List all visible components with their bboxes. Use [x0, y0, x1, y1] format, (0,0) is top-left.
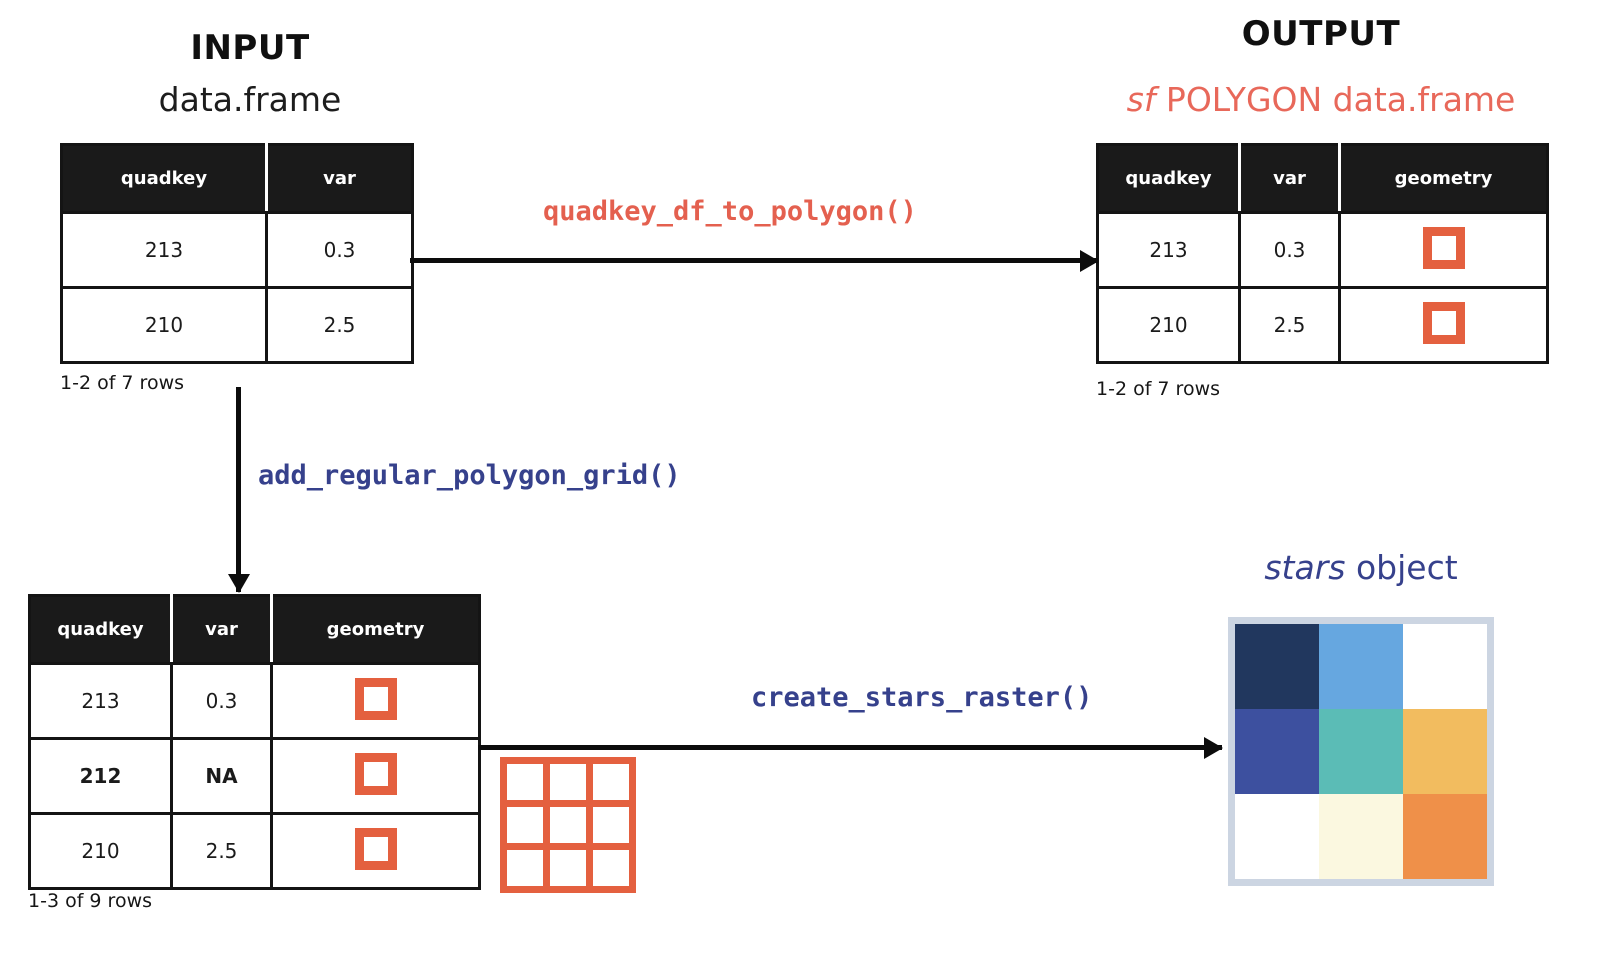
input-col-quadkey: quadkey [61, 144, 268, 214]
stars-title-italic: stars [1264, 548, 1346, 587]
output-subtitle-rest: POLYGON data.frame [1155, 80, 1516, 119]
stars-raster-grid [1235, 624, 1487, 879]
raster-cell-r0c0 [1235, 624, 1319, 709]
polygon-square-icon [1422, 226, 1465, 269]
output-subtitle: sf POLYGON data.frame [1096, 80, 1546, 119]
cell-var: 0.3 [1239, 212, 1341, 289]
cell-var: 2.5 [266, 287, 413, 363]
grid-cell [593, 764, 629, 800]
cell-geometry [271, 663, 480, 740]
grid-cell [593, 850, 629, 886]
cell-var: 2.5 [1239, 287, 1341, 363]
raster-cell-r0c1 [1319, 624, 1403, 709]
cell-var: 2.5 [171, 813, 273, 889]
output-table-wrapper: quadkey var geometry 213 0.3 210 2.5 [1096, 143, 1549, 364]
output-table-caption: 1-2 of 7 rows [1096, 378, 1221, 400]
grid-cell [507, 850, 543, 886]
quadkey-df-to-polygon-label: quadkey_df_to_polygon() [543, 196, 917, 227]
regular-polygon-grid-icon [500, 757, 636, 893]
table-row: 212 NA [29, 738, 480, 815]
cell-var: 0.3 [171, 663, 273, 740]
add-regular-polygon-grid-label: add_regular_polygon_grid() [258, 460, 681, 491]
table-row: 213 0.3 [1097, 212, 1548, 289]
output-subtitle-italic: sf [1126, 80, 1156, 119]
output-title: OUTPUT [1241, 14, 1401, 54]
grid-cell [507, 764, 543, 800]
grid-col-quadkey: quadkey [29, 595, 173, 665]
raster-cell-r0c2 [1403, 624, 1487, 709]
cell-geometry [1339, 287, 1548, 363]
grid-col-geometry: geometry [271, 595, 480, 665]
grid-cell [593, 807, 629, 843]
cell-geometry [271, 738, 480, 815]
grid-table-wrapper: quadkey var geometry 213 0.3 212 NA [28, 594, 481, 890]
grid-table-caption: 1-3 of 9 rows [28, 890, 153, 912]
cell-quadkey: 213 [61, 212, 268, 289]
cell-quadkey: 213 [29, 663, 173, 740]
input-table-caption: 1-2 of 7 rows [60, 372, 185, 394]
cell-quadkey: 210 [61, 287, 268, 363]
raster-cell-r1c1 [1319, 709, 1403, 794]
raster-cell-r1c0 [1235, 709, 1319, 794]
grid-cell [550, 764, 586, 800]
cell-var: NA [171, 738, 273, 815]
cell-quadkey: 210 [1097, 287, 1241, 363]
polygon-square-icon [354, 827, 397, 870]
stars-object-title: stars object [1128, 548, 1594, 587]
output-table: quadkey var geometry 213 0.3 210 2.5 [1096, 143, 1549, 364]
stars-raster [1228, 617, 1494, 886]
input-table-header-row: quadkey var [61, 144, 413, 214]
cell-quadkey: 212 [29, 738, 173, 815]
raster-cell-r1c2 [1403, 709, 1487, 794]
output-col-quadkey: quadkey [1097, 144, 1241, 214]
arrow-input-to-output [410, 258, 1098, 263]
grid-cell [550, 850, 586, 886]
cell-quadkey: 210 [29, 813, 173, 889]
table-row: 210 2.5 [61, 287, 413, 363]
grid-cell [550, 807, 586, 843]
output-col-var: var [1239, 144, 1341, 214]
polygon-square-icon [354, 752, 397, 795]
table-row: 210 2.5 [29, 813, 480, 889]
output-col-geometry: geometry [1339, 144, 1548, 214]
grid-cell [507, 807, 543, 843]
grid-table: quadkey var geometry 213 0.3 212 NA [28, 594, 481, 890]
output-table-header-row: quadkey var geometry [1097, 144, 1548, 214]
raster-cell-r2c0 [1235, 794, 1319, 879]
arrow-input-to-grid [236, 387, 241, 592]
grid-table-header-row: quadkey var geometry [29, 595, 480, 665]
table-row: 213 0.3 [61, 212, 413, 289]
input-table: quadkey var 213 0.3 210 2.5 [60, 143, 414, 364]
cell-geometry [1339, 212, 1548, 289]
create-stars-raster-label: create_stars_raster() [751, 682, 1093, 713]
input-table-wrapper: quadkey var 213 0.3 210 2.5 [60, 143, 414, 364]
polygon-square-icon [354, 677, 397, 720]
cell-var: 0.3 [266, 212, 413, 289]
arrow-grid-to-stars [478, 745, 1222, 750]
raster-cell-r2c2 [1403, 794, 1487, 879]
stars-title-rest: object [1345, 548, 1458, 587]
cell-geometry [271, 813, 480, 889]
grid-col-var: var [171, 595, 273, 665]
polygon-square-icon [1422, 301, 1465, 344]
table-row: 210 2.5 [1097, 287, 1548, 363]
table-row: 213 0.3 [29, 663, 480, 740]
raster-cell-r2c1 [1319, 794, 1403, 879]
input-col-var: var [266, 144, 413, 214]
cell-quadkey: 213 [1097, 212, 1241, 289]
input-subtitle: data.frame [158, 80, 342, 119]
input-title: INPUT [190, 28, 310, 68]
